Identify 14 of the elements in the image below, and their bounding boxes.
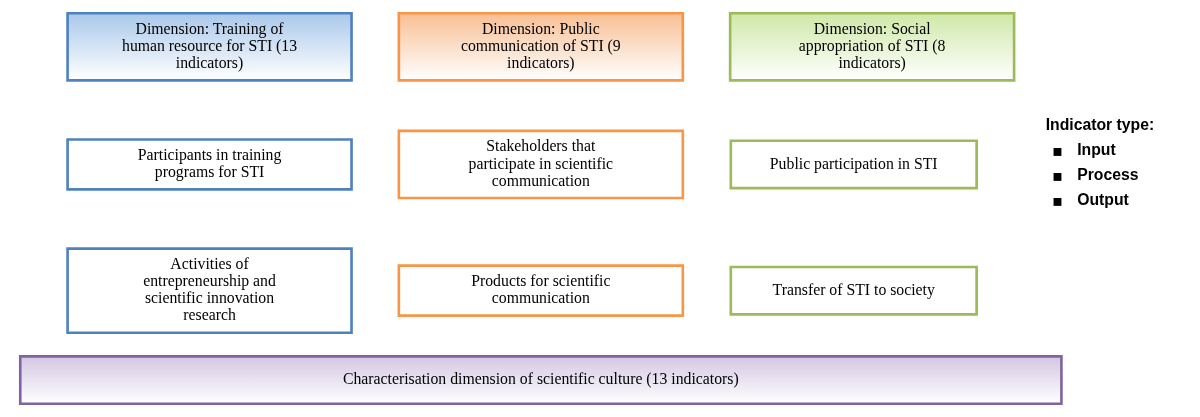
node-box: Transfer of STI to society [729,265,978,316]
node-box: Characterisation dimension of scientific culture (13 indicators) [18,355,1063,406]
label: Input [1077,140,1116,158]
node-box: Activities of entrepreneurship and scientific innovation research [66,247,353,335]
node-box: Stakeholders that participate in scientific communication [397,129,685,200]
node-box: Dimension: Social appropriation of STI (8 indicators) [728,11,1016,82]
node-box: Participants in training programs for STI [66,138,353,191]
label: Process [1077,165,1139,183]
node-box: Dimension: Training of human resource for STI (13 indicators) [66,11,353,82]
node-box: Products for scientific communication [397,264,685,317]
label: Indicator type: [1045,115,1155,133]
label: Output [1077,190,1129,208]
node-box: Public participation in STI [729,139,978,190]
node-box: Dimension: Public communication of STI (9 indicators) [397,11,685,82]
